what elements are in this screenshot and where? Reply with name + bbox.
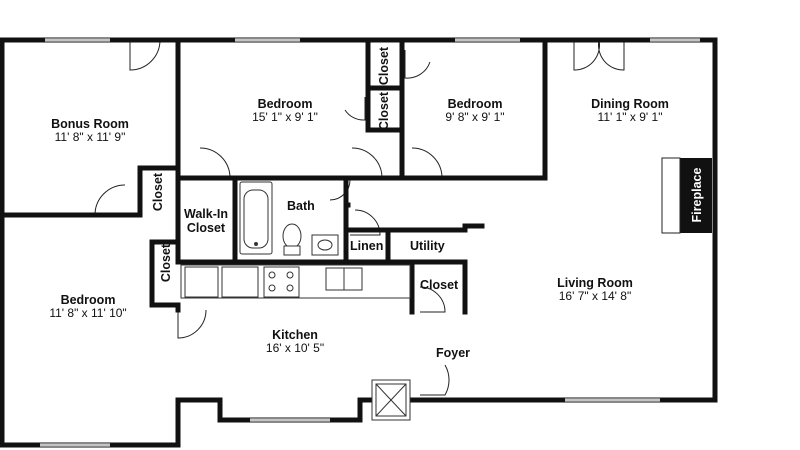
attic-hatch xyxy=(371,379,411,421)
space-label-utility: Utility xyxy=(410,239,445,253)
room-label-bedroom-2: Bedroom 9' 8" x 9' 1" xyxy=(445,97,505,125)
fireplace-block xyxy=(680,158,712,233)
space-label-bath: Bath xyxy=(287,199,315,213)
space-label-fireplace: Fireplace xyxy=(690,167,704,223)
room-label-kitchen: Kitchen 16' x 10' 5" xyxy=(265,328,325,356)
bath-fixtures xyxy=(239,181,339,256)
kitchen-fixtures xyxy=(180,264,411,299)
room-label-bedroom-3: Bedroom 11' 8" x 11' 10" xyxy=(49,293,127,321)
toilet xyxy=(282,223,302,249)
space-label-foyer: Foyer xyxy=(436,346,471,360)
hearth xyxy=(661,157,681,234)
stove xyxy=(263,266,300,298)
space-label-linen: Linen xyxy=(350,239,384,253)
space-label-closet-bonus: Closet xyxy=(151,172,165,212)
room-label-living-room: Living Room 16' 7" x 14' 8" xyxy=(557,276,633,304)
space-label-walk-in-closet: Walk-In Closet xyxy=(184,207,228,236)
room-label-dining-room: Dining Room 11' 1" x 9' 1" xyxy=(591,97,669,125)
room-label-bedroom-1: Bedroom 15' 1" x 9' 1" xyxy=(252,97,318,125)
space-label-closet-top-b: Closet xyxy=(377,91,391,131)
room-label-bonus-room: Bonus Room 11' 8" x 11' 9" xyxy=(51,117,129,145)
space-label-closet-hall: Closet xyxy=(420,278,459,292)
space-label-closet-bedroom: Closet xyxy=(159,243,173,283)
